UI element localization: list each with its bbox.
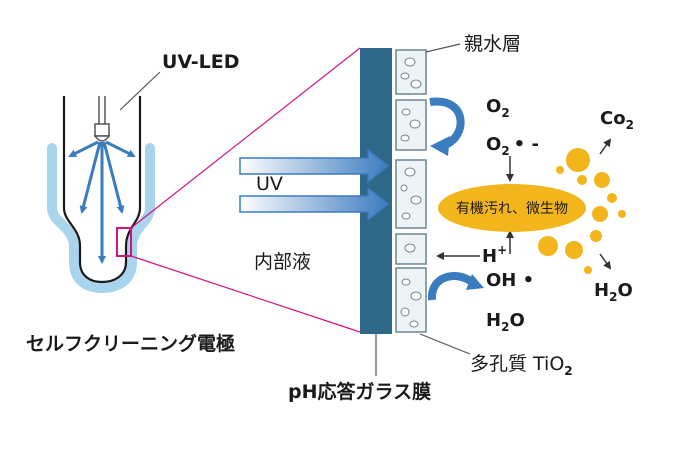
internal-solution-label: 内部液 <box>254 251 311 273</box>
porous-tio2-label: 多孔質 TiO2 <box>470 353 573 378</box>
detail-box <box>116 227 132 257</box>
led-emission-arrows <box>68 140 136 264</box>
reaction-arrow-top-head <box>430 136 450 156</box>
uv-label: UV <box>256 173 283 195</box>
hydroxyl-label: OH • <box>486 270 534 291</box>
zoom-line-bottom <box>130 255 361 333</box>
fouling-label: 有機汚れ、微生物 <box>456 201 568 217</box>
ph-glass-label: pH応答ガラス膜 <box>288 380 431 403</box>
ph-glass-membrane <box>360 48 392 334</box>
uv-led-leader <box>119 71 161 111</box>
zoom-line-top <box>130 47 361 229</box>
electrode-glass-outer <box>47 143 155 294</box>
tio2-layer <box>395 49 427 333</box>
uv-led-icon <box>93 96 111 142</box>
h2o-source-label: H2O <box>486 310 525 334</box>
hydrophilic-layer-label: 親水層 <box>464 33 521 55</box>
h2o-product-label: H2O <box>594 280 633 304</box>
h2o-arrow <box>599 253 612 270</box>
fouling-cluster <box>438 148 626 274</box>
electrode-illustration <box>47 71 161 294</box>
uv-arrows <box>239 148 390 222</box>
electrode-glass-inner <box>62 96 142 284</box>
electrode-label: セルフクリーニング電極 <box>26 332 235 355</box>
hydrophilic-leader <box>425 43 461 53</box>
co2-arrow <box>599 138 612 155</box>
o2-label: O2 <box>486 96 510 120</box>
uv-led-label: UV-LED <box>162 51 240 73</box>
reaction-arrow-bottom <box>427 272 475 301</box>
h-plus-label: H+ <box>482 243 507 267</box>
co2-label: Co2 <box>600 108 634 132</box>
porous-leader <box>419 333 471 355</box>
fouling-blob <box>438 184 586 232</box>
reaction-arrow-bottom-head <box>466 274 484 290</box>
superoxide-label: O2• - <box>486 134 539 158</box>
